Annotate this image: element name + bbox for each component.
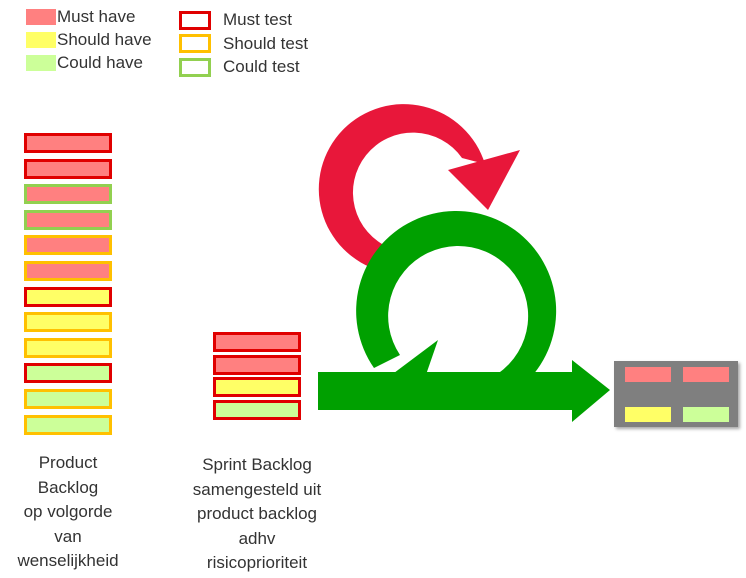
sprint-backlog-caption-line: risicoprioriteit (206, 553, 308, 572)
legend-outline-swatch (179, 57, 211, 77)
product-backlog-item (24, 337, 112, 358)
product-backlog-caption-line: Product (38, 453, 98, 472)
legend-item-fill: Must have (26, 7, 135, 27)
product-backlog-caption-line: van (54, 526, 82, 546)
increment-item (683, 407, 729, 422)
product-increment-box (614, 361, 738, 427)
sprint-arrow-shaft (318, 360, 610, 422)
legend-outline-swatch (179, 34, 211, 53)
legend-item-outline: Could test (179, 57, 300, 77)
sprint-backlog-item (213, 399, 301, 420)
product-backlog-item (24, 286, 112, 307)
daily-iteration-arrow-body (318, 104, 485, 271)
increment-item (625, 407, 671, 422)
product-backlog-item (24, 414, 112, 435)
sprint-backlog-caption-line: product backlog (196, 504, 318, 523)
sprint-backlog-item (213, 377, 301, 398)
sprint-backlog-caption-line: Sprint Backlog (202, 455, 312, 474)
legend-fill-swatch (26, 55, 56, 71)
product-backlog-item (24, 312, 112, 333)
legend-fill-swatch (26, 9, 56, 25)
sprint-backlog-item (213, 354, 301, 375)
legend-label: Could have (57, 53, 144, 72)
product-backlog-item (24, 389, 112, 409)
sprint-loop-arrow-body (356, 210, 557, 410)
legend-label: Must test (223, 10, 292, 29)
sprint-backlog-caption-line: samengesteld uit (192, 479, 322, 499)
product-backlog-caption-line: op volgorde (23, 502, 113, 521)
sprint-loop-arrowhead (382, 340, 438, 392)
product-backlog-item (24, 184, 112, 205)
legend-label: Must have (57, 7, 136, 26)
product-backlog-item (24, 209, 112, 230)
product-backlog-caption-line: Backlog (37, 477, 99, 497)
legend-label: Should test (223, 33, 309, 53)
product-backlog-item (24, 235, 112, 256)
product-backlog-item (24, 261, 112, 281)
sprint-backlog-caption-line: adhv (238, 528, 276, 548)
increment-item (625, 367, 671, 382)
sprint-backlog-caption: Sprint Backlog samengesteld uit product … (175, 453, 339, 576)
product-backlog-item (24, 158, 112, 179)
legend-label: Could test (223, 57, 300, 76)
product-backlog-caption-line: wenselijkheid (17, 551, 119, 570)
daily-iteration-arrowhead (448, 150, 520, 210)
legend-item-outline: Must test (179, 10, 292, 30)
increment-item (683, 367, 729, 382)
product-backlog-item (24, 133, 112, 153)
legend-fill-swatch (26, 32, 56, 48)
legend-item-fill: Could have (26, 53, 143, 73)
product-backlog-item (24, 363, 112, 384)
legend-outline-swatch (179, 10, 211, 30)
product-backlog-caption: Product Backlog op volgorde van wenselij… (0, 451, 136, 574)
legend-item-outline: Should test (179, 34, 308, 54)
sprint-backlog-item (213, 332, 301, 352)
legend-item-fill: Should have (26, 30, 152, 50)
legend-label: Should have (57, 30, 152, 49)
